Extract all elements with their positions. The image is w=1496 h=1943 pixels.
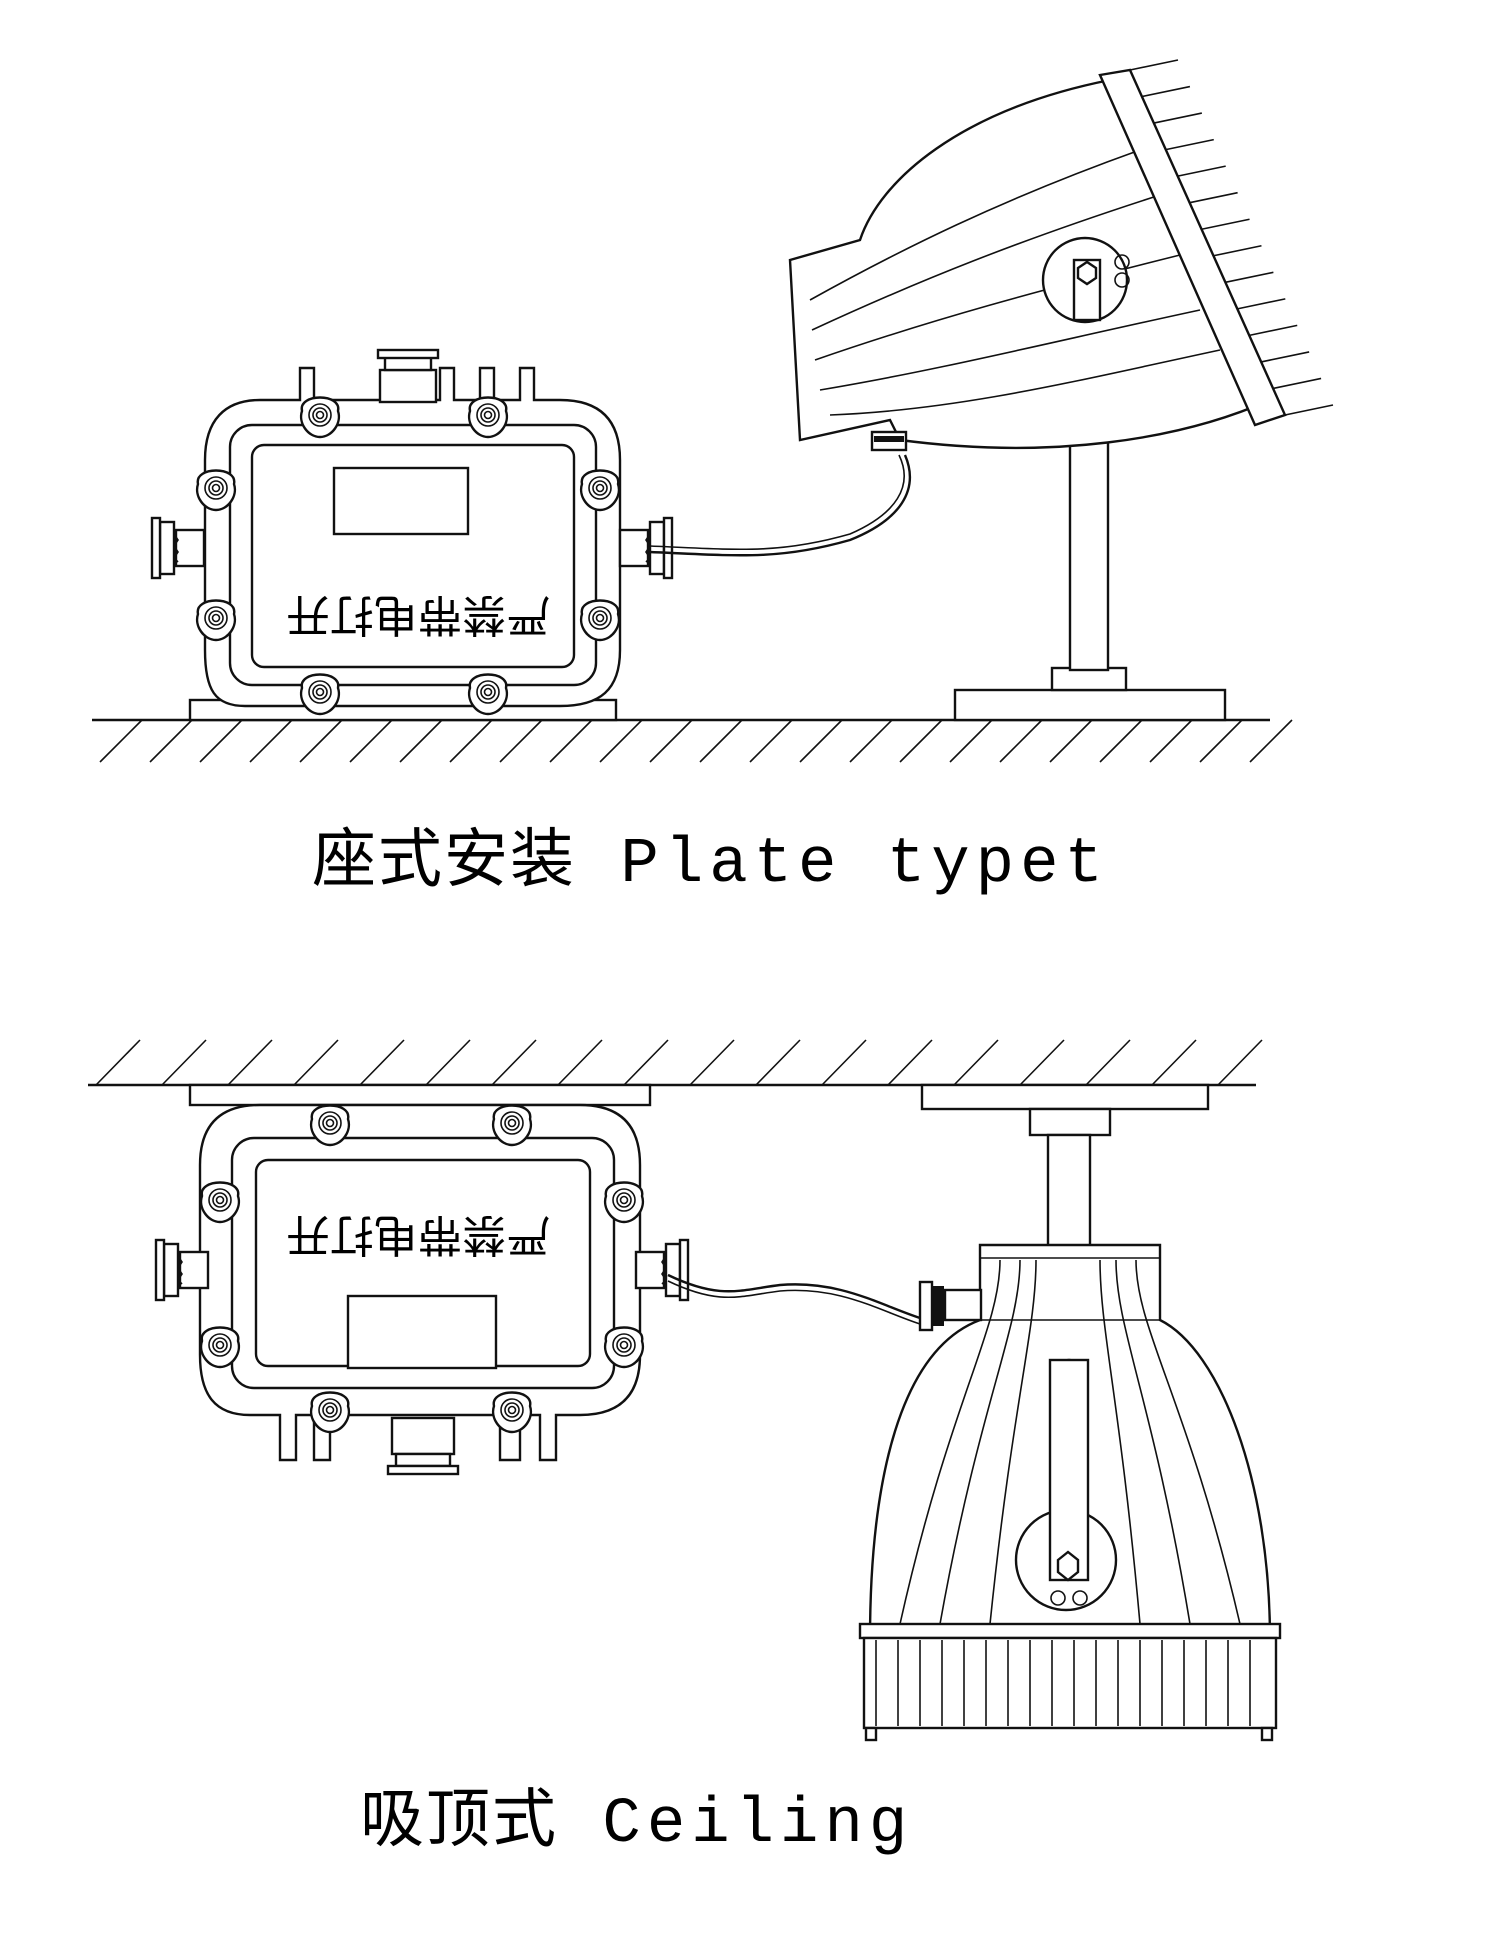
rib xyxy=(1099,1259,1141,1625)
hatch-stroke xyxy=(1049,719,1093,763)
hatch-stroke xyxy=(299,719,343,763)
lamp-rim xyxy=(858,1622,1282,1640)
fin xyxy=(1272,377,1322,390)
hatch-stroke xyxy=(549,719,593,763)
caption-ceiling: 吸顶式 Ceiling xyxy=(360,1768,913,1861)
hatch-stroke xyxy=(161,1039,207,1086)
hatch-stroke xyxy=(491,1039,537,1086)
junction-box-ceiling: 严禁带电打开 xyxy=(154,1083,690,1476)
fin xyxy=(1213,244,1262,257)
junction-box-plate: 严禁带电打开 xyxy=(150,348,674,722)
fin xyxy=(1237,298,1286,310)
fin xyxy=(1201,218,1250,231)
fin xyxy=(1284,404,1334,416)
hatch-stroke xyxy=(149,719,193,763)
floodlight-ceiling xyxy=(858,1083,1282,1742)
hatch-stroke xyxy=(849,719,893,763)
cooling-fins xyxy=(875,1640,1251,1726)
rib xyxy=(989,1259,1037,1625)
hatch-stroke xyxy=(755,1039,801,1086)
fin xyxy=(1225,271,1274,284)
hatch-stroke xyxy=(949,719,993,763)
ceiling-hatching xyxy=(95,1039,1263,1086)
body-ribs xyxy=(899,1259,1241,1625)
caption-plate: 座式安装 Plate typet xyxy=(312,808,1109,901)
hatch-stroke xyxy=(499,719,543,763)
hatch-stroke xyxy=(199,719,243,763)
hatch-stroke xyxy=(1249,719,1293,763)
plate-section: 严禁带电打开 xyxy=(92,59,1334,763)
fin xyxy=(1141,85,1191,98)
hatch-stroke xyxy=(95,1039,141,1086)
hatch-stroke xyxy=(649,719,693,763)
hatch-stroke xyxy=(599,719,643,763)
hatch-stroke xyxy=(1085,1039,1131,1086)
hatch-stroke xyxy=(1199,719,1243,763)
rib xyxy=(1135,1259,1241,1625)
hatch-stroke xyxy=(887,1039,933,1086)
caption-ceiling-en: Ceiling xyxy=(602,1789,914,1861)
display-window xyxy=(332,466,470,536)
hatch-stroke xyxy=(399,719,443,763)
fin xyxy=(1189,191,1238,204)
hatch-stroke xyxy=(899,719,943,763)
caption-ceiling-cn: 吸顶式 xyxy=(360,1783,558,1857)
cable xyxy=(667,1273,921,1320)
hatch-stroke xyxy=(359,1039,405,1086)
hatch-stroke xyxy=(799,719,843,763)
hatch-stroke xyxy=(821,1039,867,1086)
caption-plate-cn: 座式安装 xyxy=(312,823,576,897)
mounting-plate xyxy=(188,1083,652,1107)
hatch-stroke xyxy=(227,1039,273,1086)
rib xyxy=(899,1259,1001,1625)
fin xyxy=(1260,351,1310,363)
hatch-stroke xyxy=(449,719,493,763)
rib xyxy=(1115,1259,1191,1625)
hatch-stroke xyxy=(953,1039,999,1086)
hatch-stroke xyxy=(425,1039,471,1086)
cooling-fins xyxy=(1129,59,1334,416)
hatch-stroke xyxy=(1151,1039,1197,1086)
hatch-stroke xyxy=(1099,719,1143,763)
hatch-stroke xyxy=(293,1039,339,1086)
display-window xyxy=(346,1294,498,1370)
cable xyxy=(649,454,911,557)
fin xyxy=(1177,165,1226,177)
floor-hatching xyxy=(99,719,1293,763)
warning-label: 严禁带电打开 xyxy=(286,1209,550,1260)
hatch-stroke xyxy=(699,719,743,763)
hatch-stroke xyxy=(99,719,143,763)
hatch-stroke xyxy=(1149,719,1193,763)
floodlight-plate xyxy=(788,59,1334,722)
hatch-stroke xyxy=(689,1039,735,1086)
stand-base xyxy=(953,688,1227,722)
hatch-stroke xyxy=(749,719,793,763)
hatch-stroke xyxy=(999,719,1043,763)
hatch-stroke xyxy=(349,719,393,763)
hatch-stroke xyxy=(1019,1039,1065,1086)
fin xyxy=(1249,324,1298,337)
fin xyxy=(1129,59,1179,71)
fin xyxy=(1153,112,1203,124)
ceiling-base xyxy=(920,1083,1210,1111)
hatch-stroke xyxy=(249,719,293,763)
fin xyxy=(1165,138,1214,151)
caption-plate-en: Plate typet xyxy=(620,829,1109,901)
warning-label: 严禁带电打开 xyxy=(286,589,550,640)
hatch-stroke xyxy=(1217,1039,1263,1086)
rib xyxy=(939,1259,1021,1625)
hatch-stroke xyxy=(623,1039,669,1086)
hatch-stroke xyxy=(557,1039,603,1086)
ceiling-section: 严禁带电打开 xyxy=(88,1039,1282,1742)
